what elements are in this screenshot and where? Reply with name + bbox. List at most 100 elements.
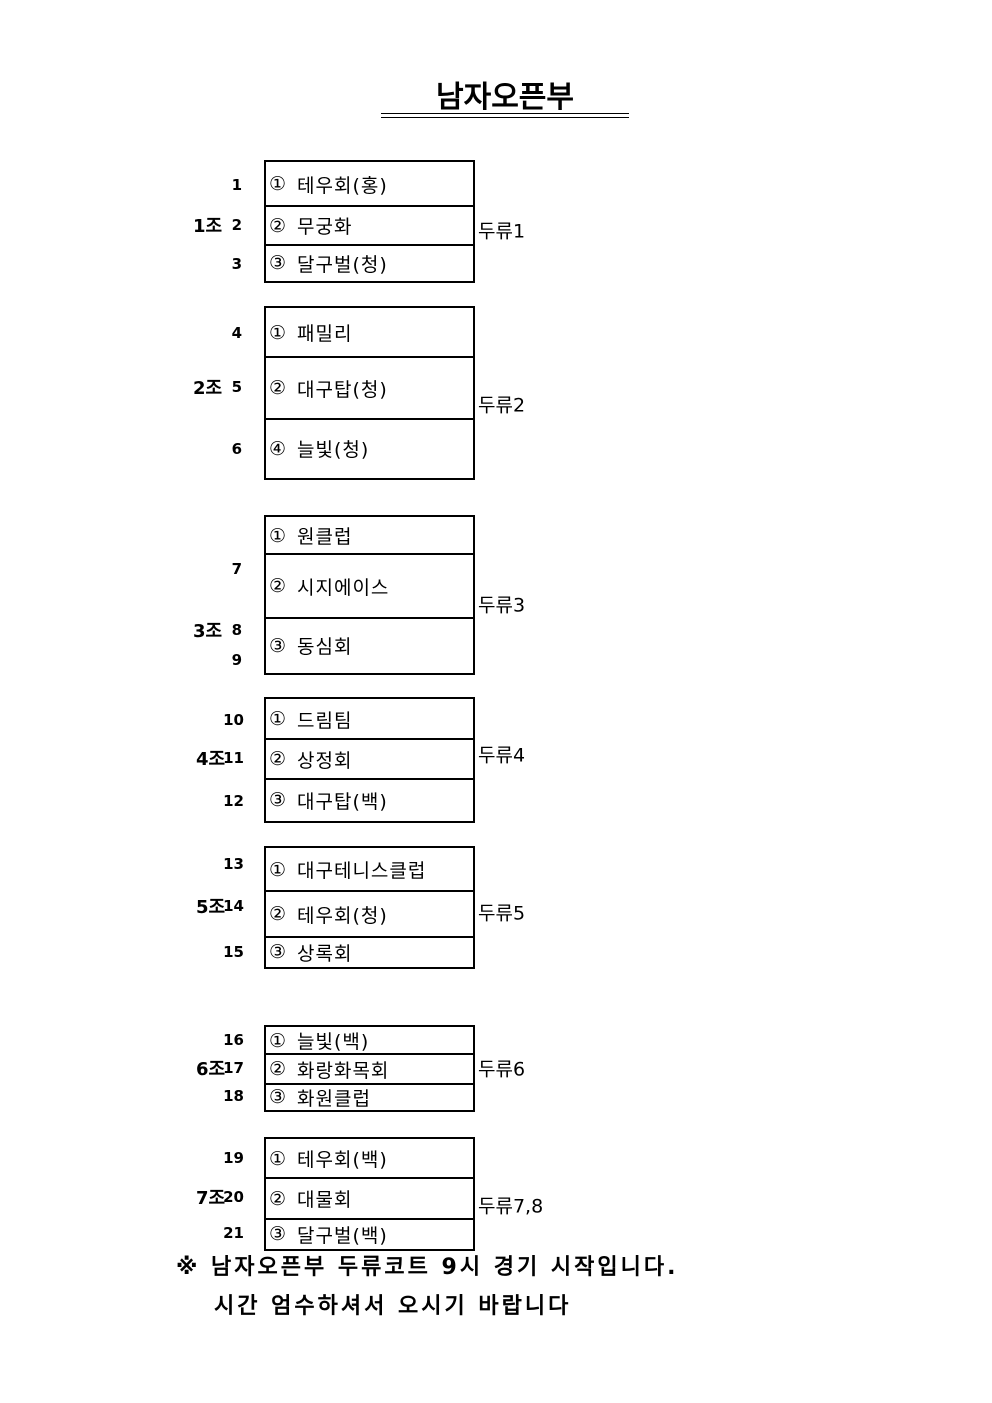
entry-number: 6 (231, 440, 242, 458)
team-name: 화랑화목회 (297, 1059, 390, 1082)
court-label: 두류6 (478, 1058, 526, 1081)
notice-line-1: ※ 남자오픈부 두류코트 9시 경기 시작입니다. (176, 1255, 679, 1280)
team-name: 대구탑(백) (297, 790, 388, 813)
title-underline (381, 113, 629, 114)
team-name: 달구벌(청) (297, 253, 388, 276)
team-row: ③ 달구벌(청) (266, 244, 473, 280)
seed-mark: ② (269, 575, 288, 597)
seed-mark: ③ (269, 1086, 288, 1108)
team-row: ④ 늘빛(청) (266, 418, 473, 477)
seed-mark: ② (269, 377, 288, 399)
group-box: ① 대구테니스클럽 ② 테우회(청) ③ 상록회 (264, 846, 475, 969)
team-name: 무궁화 (297, 216, 353, 238)
entry-number: 3 (231, 255, 242, 273)
entry-number: 7 (231, 560, 242, 578)
team-name: 상록회 (297, 942, 353, 965)
team-name: 테우회(청) (297, 904, 388, 927)
team-name: 대물회 (297, 1189, 353, 1211)
entry-number: 12 (223, 792, 244, 810)
entry-number: 10 (223, 711, 244, 729)
entry-number: 17 (223, 1059, 244, 1077)
entry-number: 20 (223, 1188, 244, 1206)
team-name: 시지에이스 (297, 576, 390, 599)
team-name: 늘빛(백) (297, 1031, 370, 1053)
court-label: 두류1 (478, 220, 526, 243)
entry-number: 16 (223, 1031, 244, 1049)
team-row: ③ 대구탑(백) (266, 778, 473, 820)
court-label: 두류2 (478, 394, 526, 417)
seed-mark: ④ (269, 437, 288, 460)
team-row: ② 화랑화목회 (266, 1053, 473, 1083)
seed-mark: ③ (269, 941, 288, 963)
team-row: ② 무궁화 (266, 205, 473, 244)
team-name: 테우회(홍) (297, 174, 388, 197)
team-name: 대구탑(청) (297, 378, 388, 401)
entry-number: 14 (223, 897, 244, 915)
team-row: ① 테우회(백) (266, 1139, 473, 1178)
team-name: 테우회(백) (297, 1149, 388, 1171)
group-box: ① 패밀리 ② 대구탑(청) ④ 늘빛(청) (264, 306, 475, 480)
court-label: 두류7,8 (478, 1195, 544, 1218)
team-name: 상정회 (297, 749, 353, 772)
group-label: 4조 (196, 749, 226, 770)
team-row: ① 대구테니스클럽 (266, 848, 473, 891)
group-box: ① 늘빛(백) ② 화랑화목회 ③ 화원클럽 (264, 1025, 475, 1112)
seed-mark: ① (269, 321, 288, 344)
entry-number: 18 (223, 1087, 244, 1105)
seed-mark: ② (269, 1058, 288, 1080)
page-title: 남자오픈부 (436, 80, 574, 115)
group-label: 5조 (196, 897, 226, 918)
entry-number: 8 (231, 621, 242, 639)
group-label: 2조 (193, 378, 223, 399)
entry-number: 1 (231, 176, 242, 194)
team-row: ① 패밀리 (266, 308, 473, 357)
entry-number: 19 (223, 1149, 244, 1167)
team-name: 늘빛(청) (297, 439, 370, 461)
team-row: ② 테우회(청) (266, 890, 473, 936)
notice-line-2: 시간 엄수하셔서 오시기 바랍니다 (214, 1294, 572, 1319)
seed-mark: ③ (269, 789, 288, 811)
court-label: 두류5 (478, 902, 526, 925)
seed-mark: ① (269, 858, 288, 881)
entry-number: 2 (231, 216, 242, 234)
entry-number: 11 (223, 749, 244, 767)
team-row: ③ 동심회 (266, 617, 473, 672)
team-row: ③ 화원클럽 (266, 1083, 473, 1110)
seed-mark: ③ (269, 634, 288, 657)
seed-mark: ② (269, 903, 288, 925)
seed-mark: ③ (269, 252, 288, 274)
entry-number: 13 (223, 855, 244, 873)
group-label: 3조 (193, 621, 223, 642)
group-label: 6조 (196, 1059, 226, 1080)
team-row: ② 시지에이스 (266, 553, 473, 617)
team-name: 패밀리 (297, 323, 353, 345)
entry-number: 21 (223, 1224, 244, 1242)
seed-mark: ③ (269, 1223, 288, 1245)
team-row: ① 늘빛(백) (266, 1027, 473, 1054)
seed-mark: ② (269, 214, 288, 237)
title-underline (381, 117, 629, 118)
team-name: 동심회 (297, 636, 353, 658)
seed-mark: ② (269, 748, 288, 770)
team-name: 드림팀 (297, 709, 353, 732)
entry-number: 15 (223, 943, 244, 961)
team-name: 대구테니스클럽 (297, 860, 427, 882)
seed-mark: ① (269, 1029, 288, 1052)
team-name: 화원클럽 (297, 1087, 371, 1110)
seed-mark: ① (269, 1147, 288, 1170)
team-row: ② 상정회 (266, 738, 473, 778)
team-row: ③ 상록회 (266, 936, 473, 966)
entry-number: 4 (231, 324, 242, 342)
group-label: 1조 (193, 216, 223, 237)
team-row: ② 대구탑(청) (266, 356, 473, 418)
entry-number: 9 (231, 651, 242, 669)
court-label: 두류4 (478, 744, 526, 767)
